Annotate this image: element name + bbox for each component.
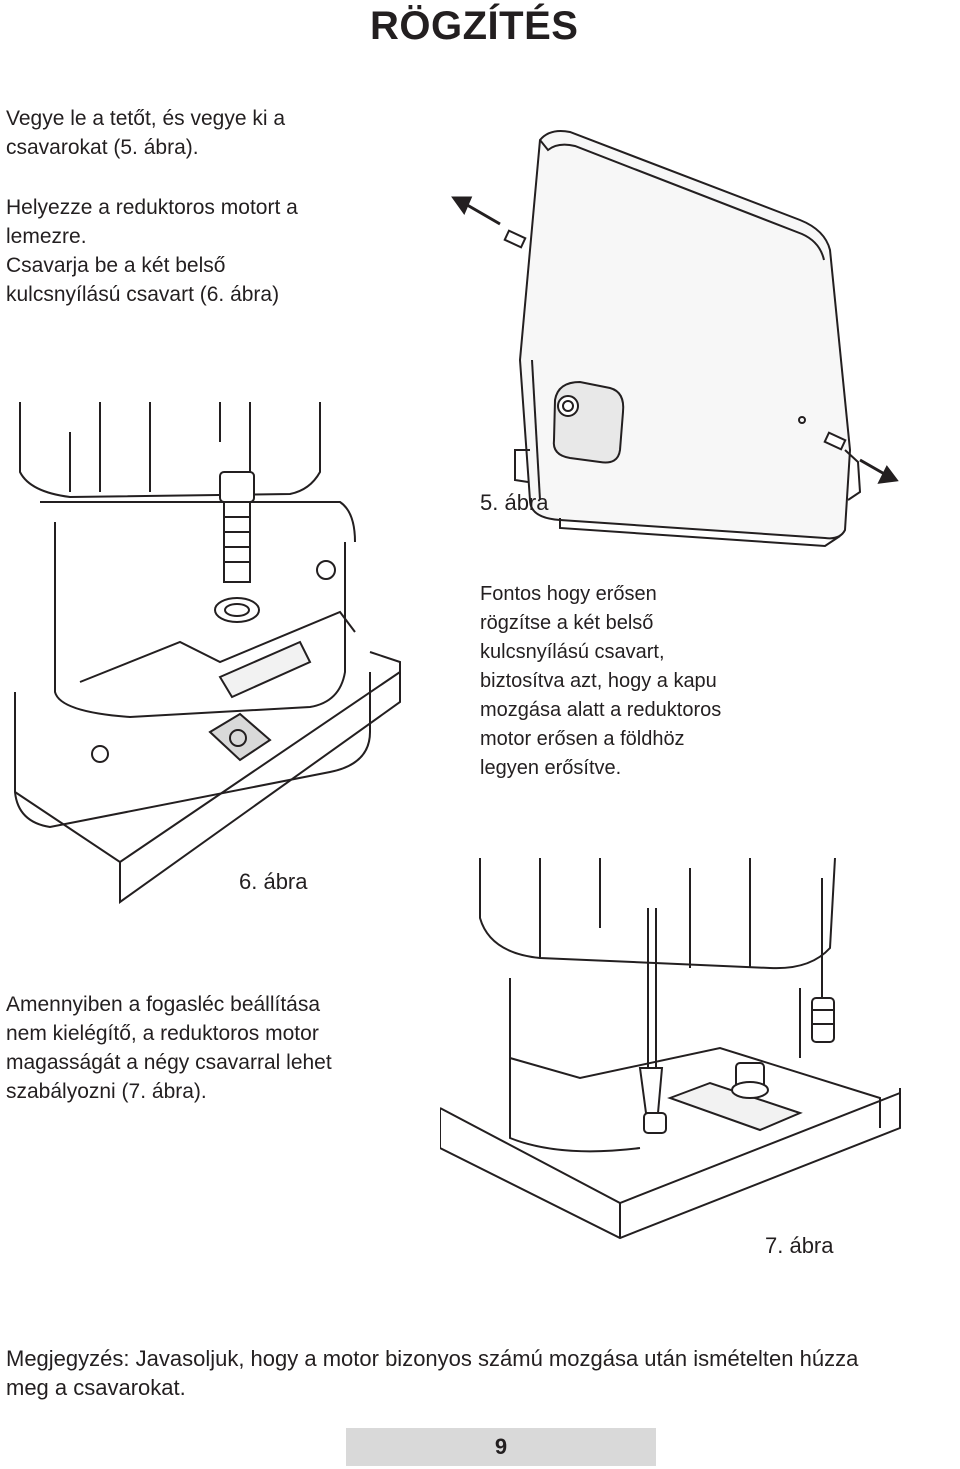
text-line: motor erősen a földhöz <box>480 728 685 750</box>
figure-6-base-plate <box>10 402 410 910</box>
figure-7-height-adjustment <box>440 858 910 1248</box>
text-line: Amennyiben a fogasléc beállítása <box>6 993 321 1016</box>
figure-7-caption: 7. ábra <box>765 1233 834 1258</box>
text-line: nem kielégítő, a reduktoros motor <box>6 1022 319 1045</box>
text-line: szabályozni (7. ábra). <box>6 1080 207 1103</box>
text-line: Csavarja be a két belső <box>6 254 226 277</box>
text-line: Helyezze a reduktoros motort a <box>6 196 298 219</box>
figure-5-caption: 5. ábra <box>480 490 549 515</box>
base-plate-illustration <box>14 402 401 904</box>
text-line: kulcsnyílású csavart, <box>480 641 665 663</box>
text-line: magasságát a négy csavarral lehet <box>6 1051 332 1074</box>
motor-housing-illustration <box>451 130 899 548</box>
text-line: lemezre. <box>6 225 87 248</box>
page-number: 9 <box>346 1428 656 1466</box>
note-retighten: Megjegyzés: Javasoljuk, hogy a motor biz… <box>6 1344 858 1402</box>
height-adjustment-illustration <box>440 858 901 1240</box>
text-line: rögzítse a két belső <box>480 612 654 634</box>
text-line: Vegye le a tetőt, és vegye ki a <box>6 107 286 130</box>
text-line: Megjegyzés: Javasoljuk, hogy a motor biz… <box>6 1346 859 1371</box>
text-line: biztosítva azt, hogy a kapu <box>480 670 717 692</box>
instruction-tighten-bolts: Fontos hogy erősen rögzítse a két belső … <box>480 580 721 783</box>
figure-6-caption: 6. ábra <box>239 869 308 894</box>
instruction-height-adjust: Amennyiben a fogasléc beállítása nem kie… <box>6 990 332 1106</box>
text-line: mozgása alatt a reduktoros <box>480 699 722 721</box>
text-line: legyen erősítve. <box>480 757 622 779</box>
figure-5-motor-housing <box>440 120 900 570</box>
text-line: csavarokat (5. ábra). <box>6 136 199 159</box>
text-line: kulcsnyílású csavart (6. ábra) <box>6 283 280 306</box>
instruction-remove-cover: Vegye le a tetőt, és vegye ki a csavarok… <box>6 104 285 162</box>
text-line: meg a csavarokat. <box>6 1375 186 1400</box>
page-title: RÖGZÍTÉS <box>370 4 579 48</box>
instruction-place-motor: Helyezze a reduktoros motort a lemezre. … <box>6 193 298 309</box>
text-line: Fontos hogy erősen <box>480 583 657 605</box>
